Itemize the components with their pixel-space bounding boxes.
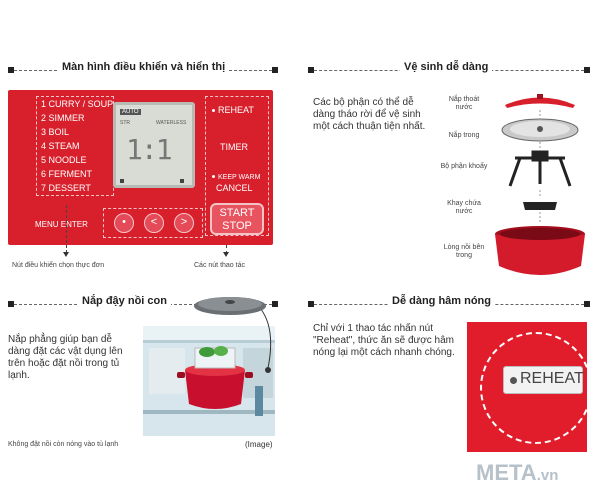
inner-pot-image [495, 226, 585, 275]
menu-item[interactable]: 5 NOODLE [41, 155, 87, 165]
timer-button[interactable]: TIMER [220, 142, 248, 152]
lcd-auto-label: AUTO [120, 109, 141, 115]
start-label: START [219, 207, 255, 219]
menu-item[interactable]: 7 DESSERT [41, 183, 91, 193]
part-label-water-tray: Khay chứa nước [447, 200, 481, 215]
menu-item[interactable]: 2 SIMMER [41, 113, 85, 123]
menu-enter-label: MENU ENTER [35, 220, 88, 229]
header-cap-right [272, 67, 278, 73]
stirrer-image [508, 150, 572, 187]
lcd-waterless-label: WATERLESS [156, 120, 187, 126]
lcd-display: AUTO STR WATERLESS 1:1 [113, 102, 195, 188]
indicator-dot-icon [212, 175, 215, 178]
section-header-clean: Vệ sinh dễ dàng [308, 59, 590, 83]
menu-item[interactable]: 3 BOIL [41, 127, 70, 137]
header-cap-right [272, 301, 278, 307]
part-label-stirrer: Bộ phận khoấy [440, 163, 488, 170]
flat-lid-image [194, 297, 272, 373]
header-cap-right [584, 67, 590, 73]
reheat-label: REHEAT [218, 105, 254, 115]
keep-warm-button[interactable]: KEEP WARM [212, 171, 260, 181]
part-label-inner-lid: Nắp trong [448, 132, 480, 139]
caption-menu: Nút điều khiển chọn thực đơn [12, 262, 105, 269]
control-panel: 1 CURRY / SOUP 2 SIMMER 3 BOIL 4 STEAM 5… [8, 90, 273, 245]
caption-arrow-line [66, 205, 67, 253]
stop-label: STOP [222, 220, 252, 232]
menu-item[interactable]: 1 CURRY / SOUP [41, 99, 114, 109]
lcd-indicator [120, 179, 124, 183]
meta-logo: META.vn [476, 460, 558, 486]
reheat-description: Chỉ với 1 thao tác nhấn nút "Reheat", th… [313, 323, 455, 358]
menu-item[interactable]: 6 FERMENT [41, 169, 93, 179]
keep-warm-label: KEEP WARM [218, 174, 261, 181]
inner-lid-image [501, 118, 579, 142]
arrow-down-icon [223, 252, 229, 257]
operation-buttons: REHEAT TIMER KEEP WARM CANCEL START STOP [205, 96, 269, 236]
image-label: (Image) [245, 440, 273, 449]
header-cap-left [308, 301, 314, 307]
prev-button[interactable]: < [144, 213, 164, 233]
section-title-control: Màn hình điều khiển và hiển thị [58, 61, 230, 73]
caption-arrow-line [226, 245, 227, 254]
drain-lid-image [505, 94, 575, 108]
menu-item[interactable]: 4 STEAM [41, 141, 80, 151]
fridge-photo [143, 326, 275, 436]
section-header-control: Màn hình điều khiển và hiển thị [8, 59, 278, 83]
navigation-buttons: • < > [103, 208, 203, 238]
header-cap-left [308, 67, 314, 73]
clean-description: Các bộ phận có thể dễ dàng tháo rời để v… [313, 97, 426, 132]
lid-description: Nắp phẳng giúp bạn dễ dàng đặt các vật d… [8, 334, 123, 381]
menu-list: 1 CURRY / SOUP 2 SIMMER 3 BOIL 4 STEAM 5… [36, 96, 114, 196]
section-header-lid: Nắp đậy nồi con [8, 293, 278, 317]
indicator-dot-icon [510, 377, 517, 384]
cancel-label: CANCEL [216, 183, 253, 193]
part-label-drain-lid: Nắp thoát nước [448, 96, 480, 111]
logo-main: META [476, 460, 537, 485]
fridge-scene-image [143, 326, 275, 436]
lid-caption: Không đặt nồi còn nóng vào tủ lạnh [8, 441, 119, 448]
lcd-str-label: STR [120, 120, 130, 126]
section-title-lid: Nắp đậy nồi con [78, 295, 171, 307]
reheat-button[interactable]: REHEAT [212, 105, 254, 115]
indicator-dot-icon [212, 109, 215, 112]
lcd-digits: 1:1 [126, 133, 173, 166]
header-cap-right [584, 301, 590, 307]
arrow-down-icon [63, 252, 69, 257]
reheat-big-label: REHEAT [520, 370, 584, 387]
header-cap-left [8, 301, 14, 307]
section-title-reheat: Dễ dàng hâm nóng [388, 295, 495, 307]
lcd-indicator [180, 179, 184, 183]
part-label-inner-pot: Lòng nồi bên trong [443, 244, 485, 259]
water-tray-image [523, 202, 557, 210]
pot-parts-illustration [495, 94, 585, 275]
header-cap-left [8, 67, 14, 73]
logo-suffix: .vn [536, 467, 559, 484]
caption-operations: Các nút thao tác [194, 262, 245, 269]
section-title-clean: Vệ sinh dễ dàng [400, 61, 493, 73]
reheat-dashed-circle [480, 332, 587, 444]
start-stop-button[interactable]: START STOP [210, 203, 264, 235]
enter-button[interactable]: • [114, 213, 134, 233]
next-button[interactable]: > [174, 213, 194, 233]
section-header-reheat: Dễ dàng hâm nóng [308, 293, 590, 317]
reheat-visual: REHEAT [467, 322, 587, 452]
reheat-big-button[interactable]: REHEAT [503, 366, 584, 394]
